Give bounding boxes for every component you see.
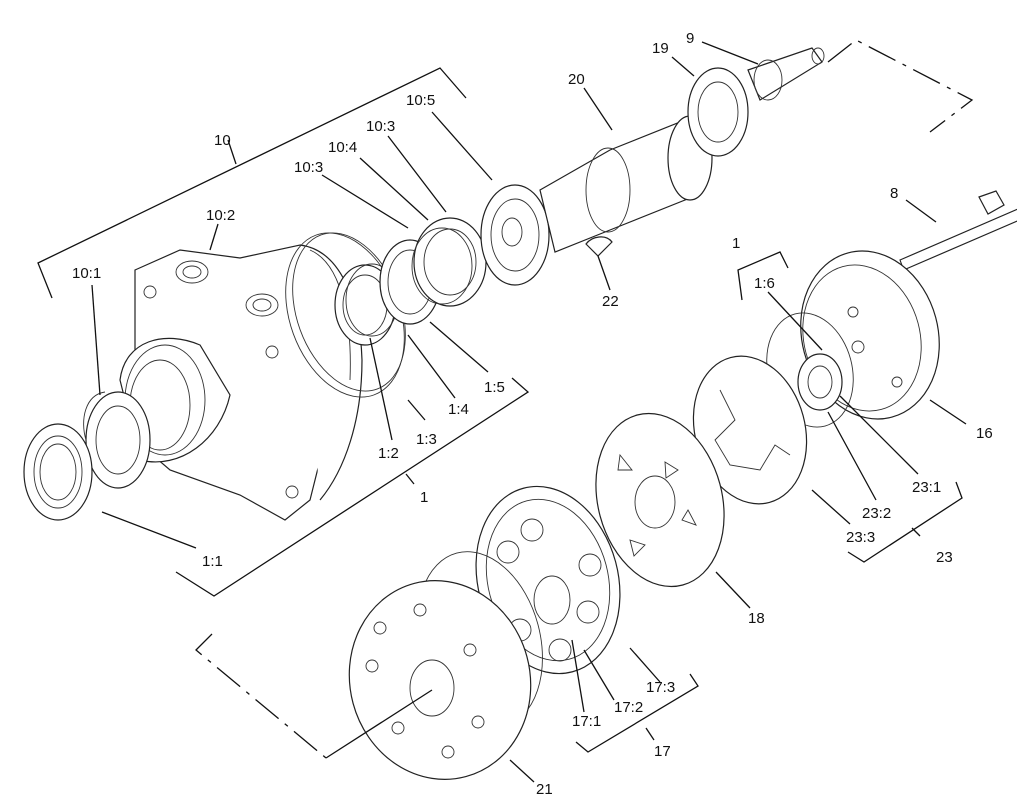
- label-1-3: 1:3: [416, 431, 437, 448]
- label-23-2: 23:2: [862, 505, 891, 522]
- label-23-1: 23:1: [912, 479, 941, 496]
- seal-1-1: [23, 423, 93, 521]
- label-1-5: 1:5: [484, 379, 505, 396]
- label-10: 10: [214, 132, 231, 149]
- label-10-1: 10:1: [72, 265, 101, 282]
- label-23-3: 23:3: [846, 529, 875, 546]
- valve-plate-18: [595, 412, 725, 588]
- shaft-20: [539, 115, 713, 253]
- label-21: 21: [536, 781, 553, 798]
- label-17-3: 17:3: [646, 679, 675, 696]
- gear-19: [687, 67, 749, 157]
- part-labels: 10 10:2 10:1 10:3 10:4 10:3 10:5 20 19 9…: [72, 30, 993, 798]
- label-20: 20: [568, 71, 585, 88]
- label-17-1: 17:1: [572, 713, 601, 730]
- label-1-6: 1:6: [754, 275, 775, 292]
- plate-23-3: [692, 355, 808, 505]
- label-17: 17: [654, 743, 671, 760]
- bearing-10-1: [83, 391, 151, 489]
- label-10-5: 10:5: [406, 92, 435, 109]
- label-8: 8: [890, 185, 898, 202]
- label-1-top: 1: [732, 235, 740, 252]
- spline-shaft-9: [747, 47, 825, 101]
- label-1-4: 1:4: [448, 401, 469, 418]
- label-17-2: 17:2: [614, 699, 643, 716]
- label-10-3a: 10:3: [294, 159, 323, 176]
- label-1-main: 1: [420, 489, 428, 506]
- label-10-3b: 10:3: [366, 118, 395, 135]
- label-23: 23: [936, 549, 953, 566]
- label-9: 9: [686, 30, 694, 47]
- key-22: [585, 236, 613, 257]
- label-22: 22: [602, 293, 619, 310]
- gear-10-5: [480, 184, 550, 286]
- seal-23: [797, 353, 843, 411]
- label-1-2: 1:2: [378, 445, 399, 462]
- label-16: 16: [976, 425, 993, 442]
- end-cover-21: [348, 580, 532, 780]
- leader-lines: [37, 39, 974, 783]
- label-18: 18: [748, 610, 765, 627]
- label-10-2: 10:2: [206, 207, 235, 224]
- label-19: 19: [652, 40, 669, 57]
- label-10-4: 10:4: [328, 139, 357, 156]
- label-1-1: 1:1: [202, 553, 223, 570]
- bolt-8: [899, 190, 1017, 271]
